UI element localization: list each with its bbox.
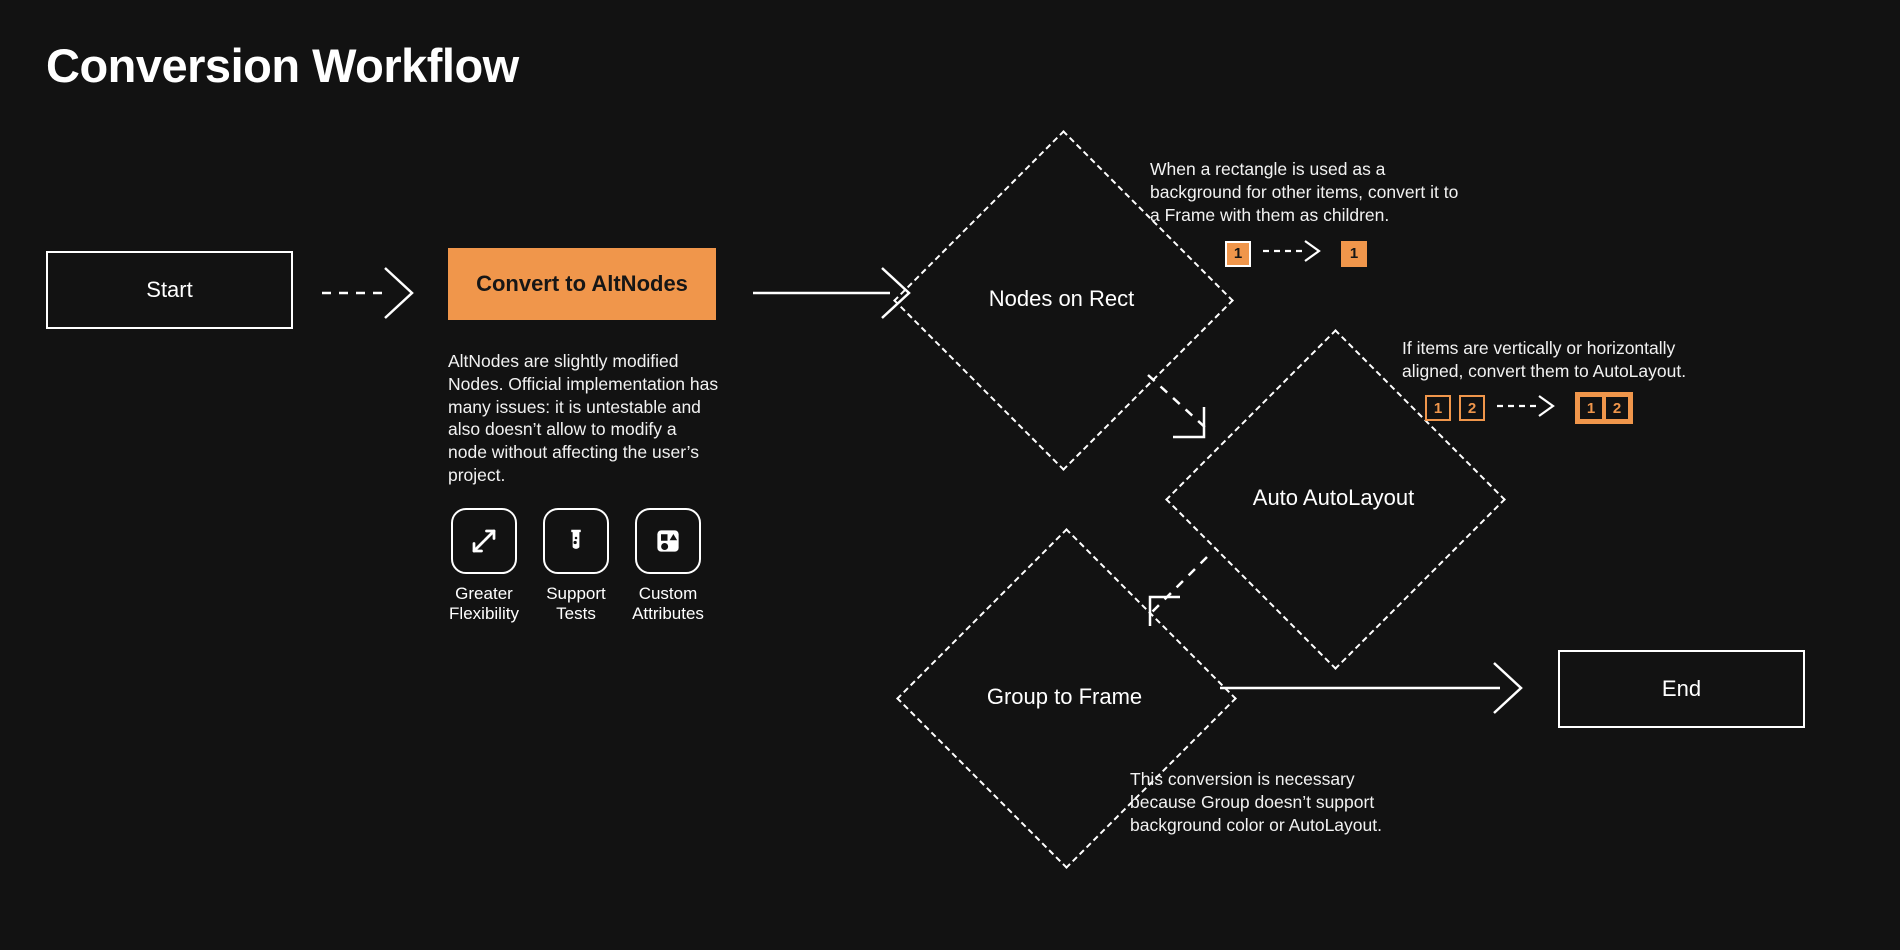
- badge-item: 1: [1578, 395, 1604, 421]
- node-nodes-on-rect-label: Nodes on Rect: [988, 285, 1135, 311]
- badge-group-after-framed: 1 2: [1575, 392, 1633, 424]
- mini-arrow-icon: [1263, 240, 1329, 267]
- connector-group-to-end: [1220, 662, 1523, 714]
- node-convert-label: Convert to AltNodes: [476, 271, 688, 296]
- node-nodes-on-rect[interactable]: Nodes on Rect: [893, 130, 1234, 471]
- node-group-to-frame-label: Group to Frame: [986, 683, 1143, 709]
- badge-item: 2: [1604, 395, 1630, 421]
- node-start-label: Start: [146, 277, 193, 302]
- expand-arrows-icon: [451, 508, 517, 574]
- badge-group-after: 1: [1341, 240, 1367, 267]
- connector-convert-to-nodes: [753, 267, 911, 319]
- feature-label: Custom Attributes: [632, 584, 704, 624]
- node-end-label: End: [1661, 676, 1702, 701]
- feature-support-tests[interactable]: Support Tests: [543, 508, 609, 624]
- feature-custom-attributes[interactable]: Custom Attributes: [632, 508, 704, 624]
- connector-start-to-convert: [322, 267, 414, 319]
- feature-label: Greater Flexibility: [449, 584, 519, 624]
- mini-arrow-icon: [1497, 394, 1563, 422]
- test-tube-icon: [543, 508, 609, 574]
- badge-group-before: 1 2: [1425, 395, 1485, 421]
- node-start[interactable]: Start: [46, 251, 293, 329]
- badge-illustration-nodes-on-rect: 1 1: [1225, 240, 1367, 267]
- badge-item: 1: [1225, 240, 1251, 267]
- page-title: Conversion Workflow: [46, 39, 519, 92]
- node-auto-autolayout[interactable]: Auto AutoLayout: [1165, 329, 1506, 670]
- badge-item: 2: [1459, 395, 1485, 421]
- node-group-to-frame[interactable]: Group to Frame: [896, 528, 1237, 869]
- shapes-icon: [635, 508, 701, 574]
- badge-group-before: 1: [1225, 240, 1251, 267]
- badge-item: 1: [1341, 240, 1367, 267]
- badge-item: 1: [1425, 395, 1451, 421]
- feature-greater-flexibility[interactable]: Greater Flexibility: [449, 508, 519, 624]
- feature-label: Support Tests: [546, 584, 606, 624]
- convert-description: AltNodes are slightly modified Nodes. Of…: [448, 351, 719, 485]
- feature-list: Greater Flexibility Support Tests: [449, 508, 704, 624]
- node-convert-to-altnodes[interactable]: Convert to AltNodes: [448, 248, 716, 320]
- annotation-auto-autolayout: If items are vertically or horizontally …: [1402, 338, 1687, 381]
- annotation-nodes-on-rect: When a rectangle is used as a background…: [1150, 159, 1459, 225]
- annotation-group-to-frame: This conversion is necessary because Gro…: [1130, 769, 1382, 835]
- node-auto-autolayout-label: Auto AutoLayout: [1252, 484, 1415, 510]
- node-end[interactable]: End: [1558, 650, 1805, 728]
- badge-illustration-auto-autolayout: 1 2 1 2: [1425, 392, 1633, 424]
